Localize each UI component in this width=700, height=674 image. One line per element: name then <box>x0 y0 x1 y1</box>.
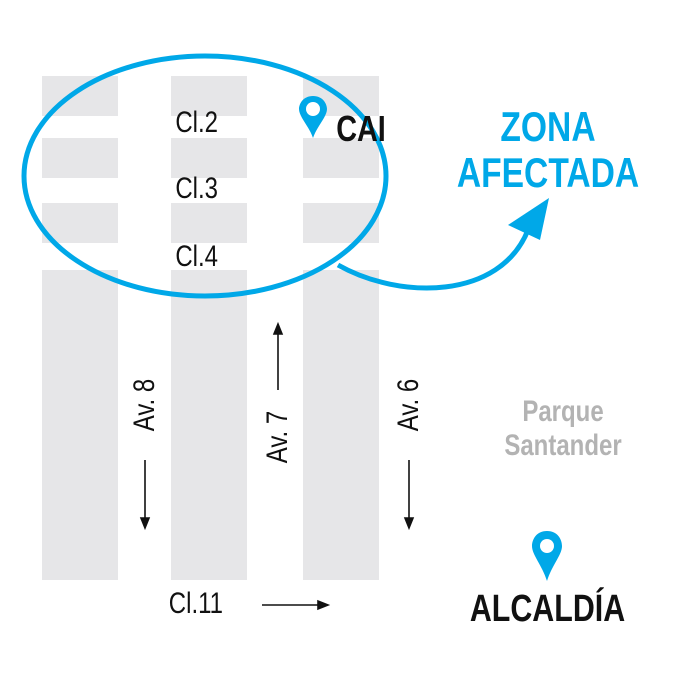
affected-zone-title: ZONA AFECTADA <box>454 104 643 196</box>
alcaldia-label: ALCALDÍA <box>469 588 626 630</box>
alcaldia-pin-icon <box>532 531 562 581</box>
street-label-cl4: Cl.4 <box>175 240 219 273</box>
callout-arrowhead <box>508 198 549 240</box>
park-label-line1: Parque <box>522 395 604 428</box>
street-label-cl2: Cl.2 <box>175 106 219 139</box>
affected-zone-line1: ZONA <box>500 103 596 150</box>
block <box>303 138 379 178</box>
street-label-av7: Av. 7 <box>261 410 294 464</box>
street-label-av8: Av. 8 <box>128 378 161 432</box>
park-label: Parque Santander <box>495 395 631 463</box>
street-label-av6: Av. 6 <box>392 378 425 432</box>
street-label-cl3: Cl.3 <box>175 172 219 205</box>
affected-zone-line2: AFECTADA <box>456 149 640 196</box>
block <box>171 138 247 178</box>
block <box>42 270 118 580</box>
block <box>303 270 379 580</box>
block <box>171 203 247 243</box>
direction-arrows <box>139 321 415 611</box>
block <box>171 76 247 116</box>
cai-label: CAI <box>336 108 386 149</box>
block <box>42 203 118 243</box>
cai-pin-icon <box>299 96 327 138</box>
block <box>171 270 247 580</box>
street-label-cl11: Cl.11 <box>168 587 224 620</box>
city-blocks <box>42 76 379 580</box>
block <box>303 203 379 243</box>
park-label-line2: Santander <box>504 429 622 462</box>
callout-arrow <box>336 229 531 291</box>
affected-zone-ellipse <box>21 53 389 299</box>
block <box>42 138 118 178</box>
